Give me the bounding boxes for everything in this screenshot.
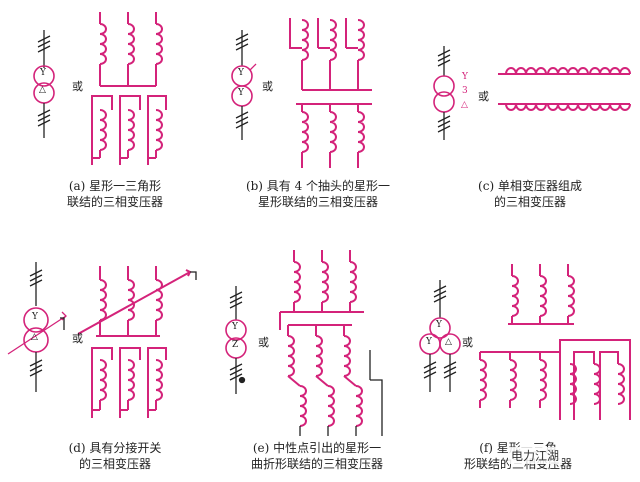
diagram-e-secondary [287,324,363,427]
diagram-e-symbol [225,286,247,394]
caption-b-line2: 星形联结的三相变压器 [257,195,378,209]
caption-b: (b) 具有 4 个抽头的星形一 星形联结的三相变压器 [218,178,418,210]
caption-e-line1: (e) 中性点引出的星形一 [252,441,382,455]
diagram-b-symbol [231,30,257,140]
diagram-a-primary [99,12,163,87]
symbol-b-top: Y [238,68,244,78]
or-label-a: 或 [72,80,83,93]
caption-a: (a) 星形一三角形 联结的三相变压器 [20,178,210,210]
diagram-f [419,264,631,420]
caption-c-line2: 的三相变压器 [493,195,566,209]
symbol-b-bottom: Y [238,88,244,98]
or-label-c: 或 [478,90,489,103]
caption-a-line2: 联结的三相变压器 [66,195,163,209]
diagram-f-secondary [479,339,631,420]
diagram-e [225,250,383,436]
symbol-d-top: Y [32,312,38,322]
symbol-f-top: Y [436,320,442,330]
diagram-c-symbol [433,46,455,140]
diagram-f-symbol [419,280,461,392]
caption-c-line1: (c) 单相变压器组成 [478,179,582,193]
caption-a-line1: (a) 星形一三角形 [68,179,162,193]
diagram-d [7,262,197,418]
diagram-f-primary [508,264,575,325]
caption-d: (d) 具有分接开关 的三相变压器 [20,440,210,472]
caption-e-line2: 曲折形联结的三相变压器 [250,457,383,471]
symbol-c-mid: 3 [462,86,468,96]
diagram-e-neutral [299,350,383,436]
caption-b-line1: (b) 具有 4 个抽头的星形一 [245,179,391,193]
caption-c: (c) 单相变压器组成 的三相变压器 [440,178,620,210]
or-label-f: 或 [462,336,473,349]
diagram-e-primary [279,250,364,330]
diagram-b-secondary [296,103,372,168]
watermark: 电力江湖 [508,447,563,464]
symbol-e-top: Y [232,322,238,332]
diagram-a-secondary [91,95,167,165]
diagram-a-symbol [33,30,55,138]
symbol-f-right: △ [445,337,452,347]
diagram-d-symbol [7,262,67,392]
caption-d-line1: (d) 具有分接开关 [68,441,162,455]
diagram-b [231,18,372,168]
diagram-b-primary [289,18,372,91]
symbol-c-bottom: △ [461,100,468,110]
diagram-c [433,46,631,140]
symbol-e-bottom: Z [232,340,239,350]
symbol-a-top: Y [40,68,46,78]
symbol-d-bottom: △ [31,332,38,342]
diagram-d-primary [77,266,197,337]
symbol-f-left: Y [426,337,432,347]
or-label-d: 或 [72,332,83,345]
diagram-c-windings [498,67,631,111]
or-label-b: 或 [262,80,273,93]
diagram-a [33,12,167,165]
caption-e: (e) 中性点引出的星形一 曲折形联结的三相变压器 [212,440,422,472]
diagram-d-secondary [91,347,167,418]
or-label-e: 或 [258,336,269,349]
symbol-a-bottom: △ [39,85,46,95]
caption-d-line2: 的三相变压器 [78,457,151,471]
symbol-c-top: Y [462,72,468,82]
